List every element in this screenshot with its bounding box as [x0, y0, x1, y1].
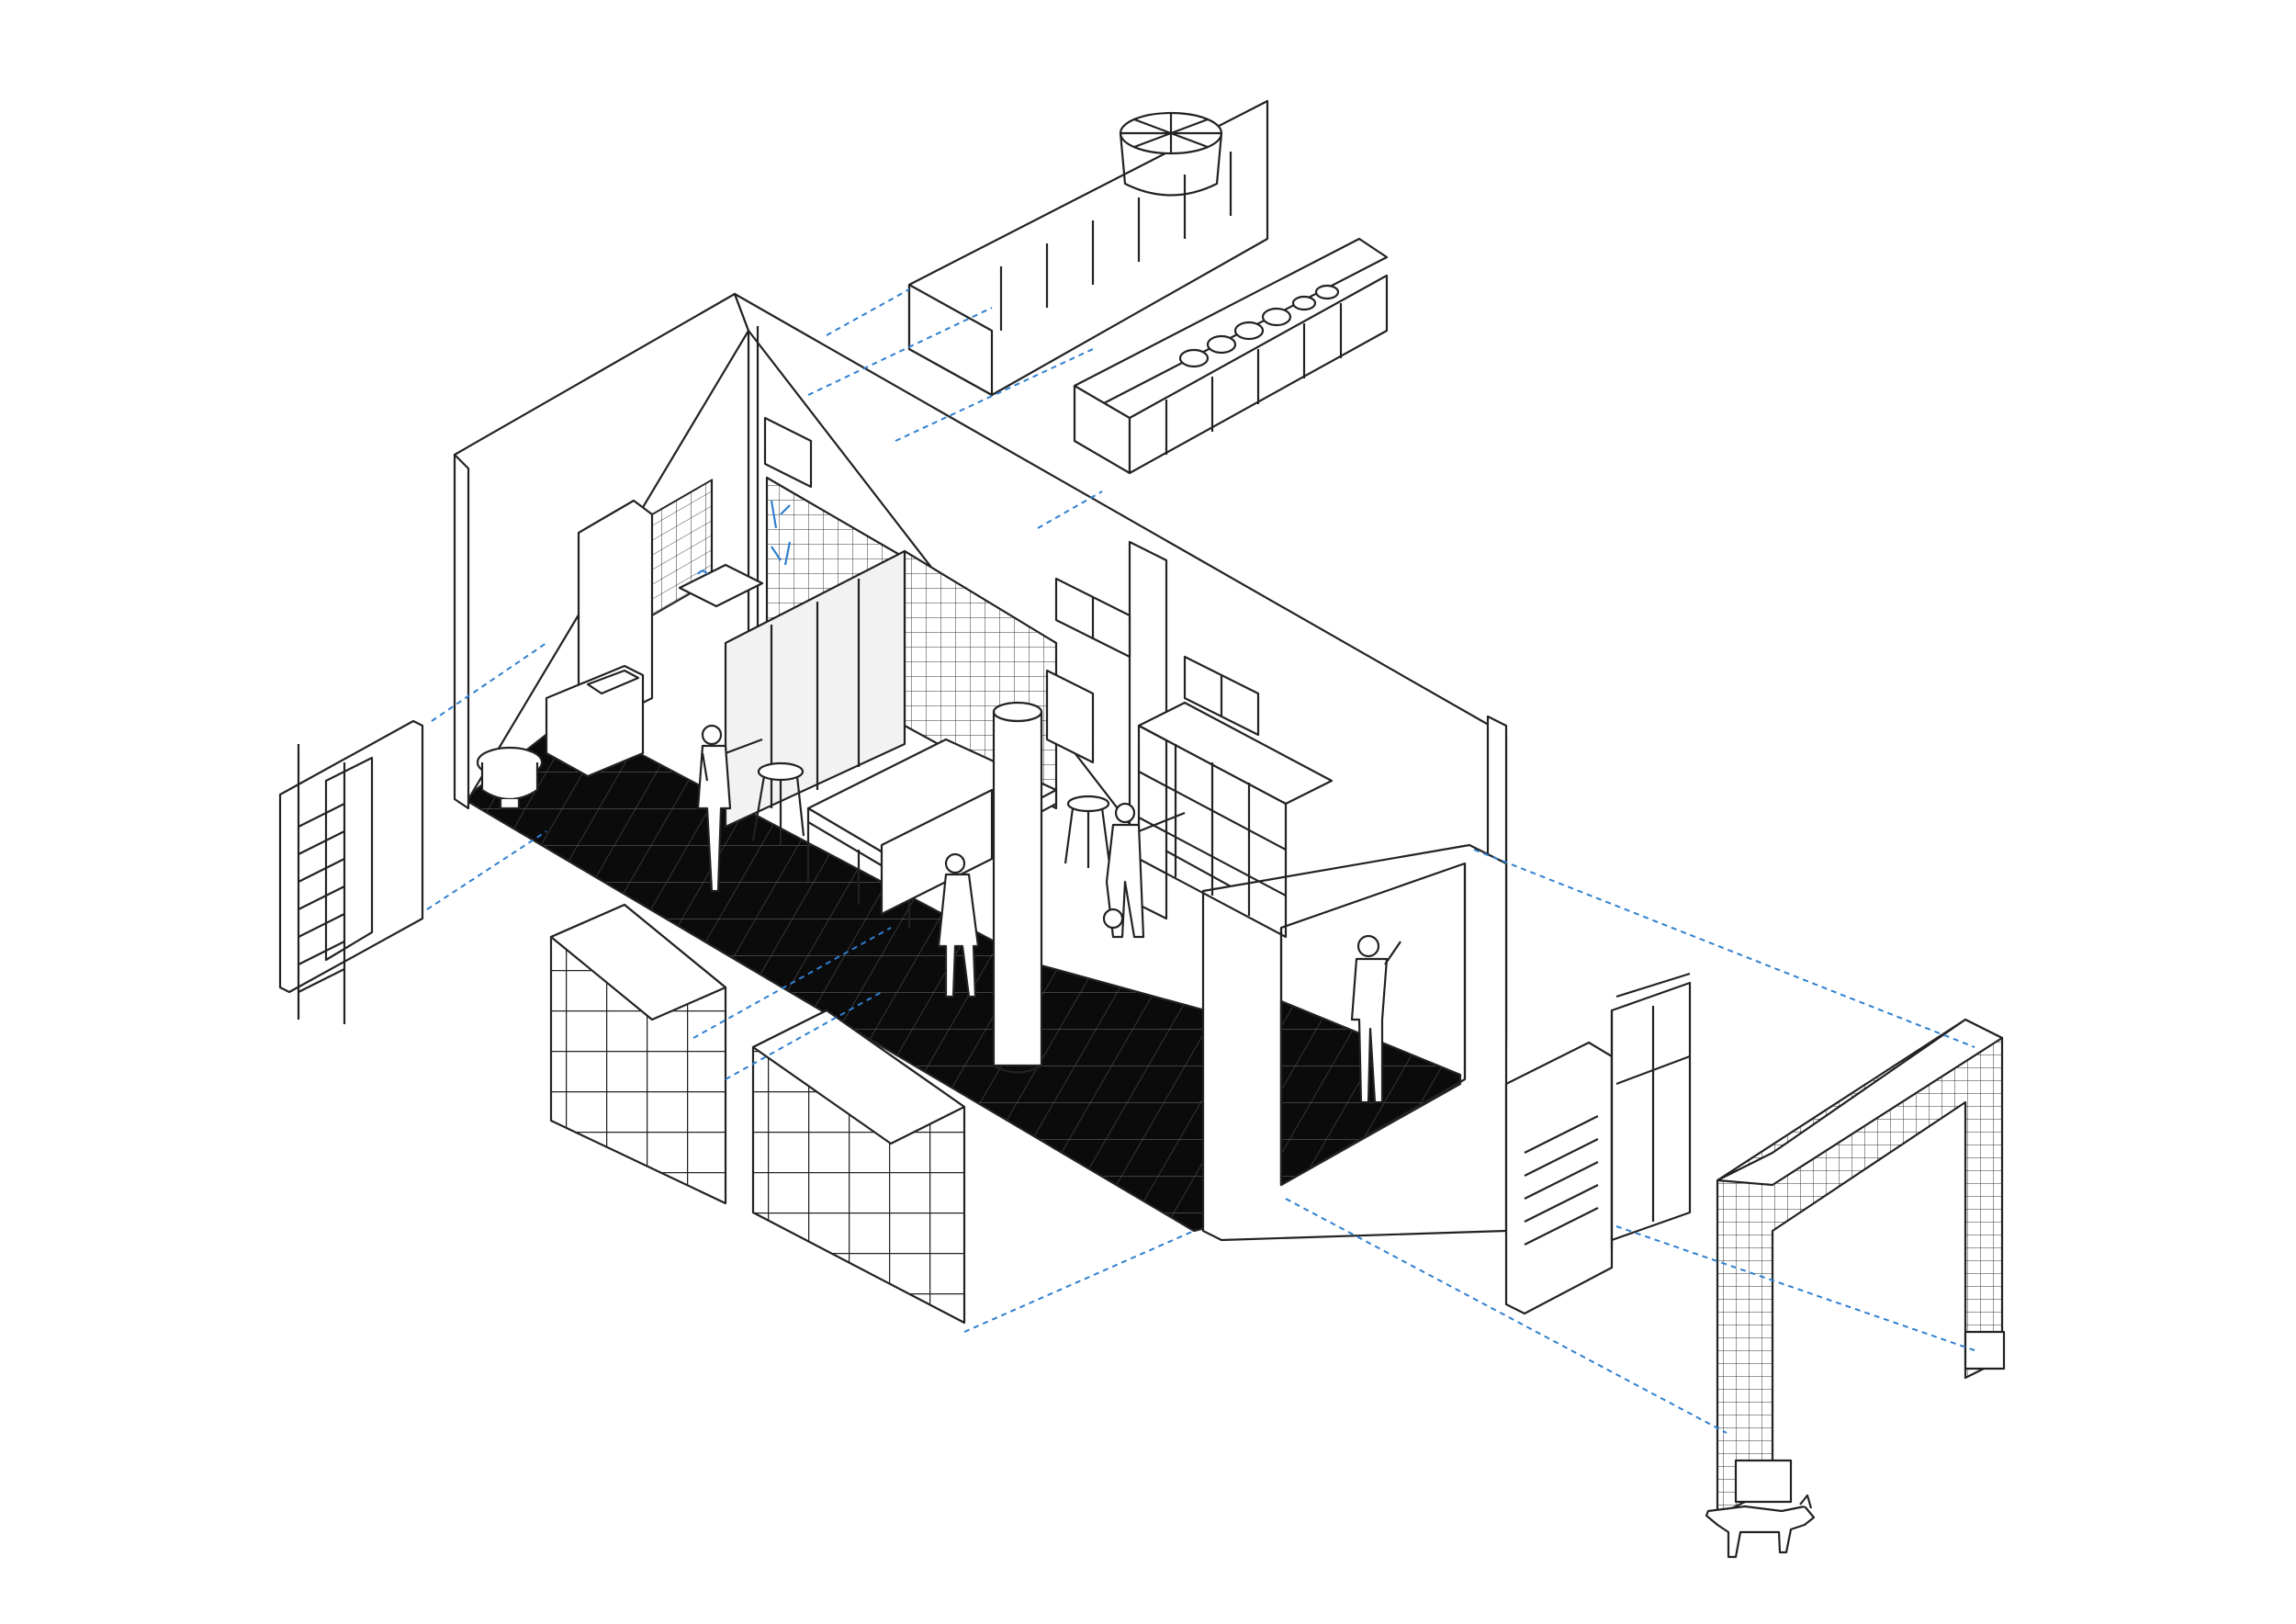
dog: [1705, 1494, 1816, 1559]
interior-shelving: [1137, 701, 1334, 939]
louvered-window-frame: [1504, 972, 1692, 1315]
bathroom-window: [763, 416, 813, 489]
column: [992, 701, 1043, 1074]
person-2: [937, 852, 980, 998]
entry-door-ladder: [278, 719, 424, 1024]
mesh-facade-frame: [1716, 1018, 2006, 1517]
people: [696, 724, 1401, 1104]
person-3: [1102, 802, 1186, 939]
projection-lines: [426, 288, 1975, 1434]
shower-fixtures: [697, 500, 792, 575]
water-tank: [1119, 111, 1223, 197]
roof-water-tank-box: [907, 99, 1269, 397]
roof-planter: [1073, 237, 1389, 475]
person-1: [696, 724, 763, 893]
stools: [751, 761, 1111, 868]
person-4: [1350, 934, 1401, 1104]
back-wall-windows: [1045, 577, 1260, 764]
toilet: [476, 746, 544, 810]
sink-cabinet: [545, 664, 645, 778]
shelving-unit-1: [549, 903, 727, 1205]
basin: [678, 563, 764, 608]
shelving-unit-2: [751, 1009, 966, 1325]
planter-pots: [1178, 284, 1340, 368]
